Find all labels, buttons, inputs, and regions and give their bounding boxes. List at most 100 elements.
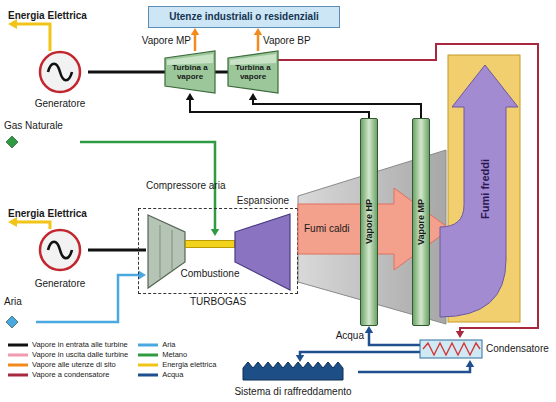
edge-label-text: Acqua	[336, 330, 364, 341]
legend-line-stroke	[138, 354, 158, 357]
legend-line	[138, 372, 158, 378]
steam-turbine: Turbina a vapore	[165, 51, 215, 93]
legend-line	[138, 362, 158, 368]
connector	[88, 72, 165, 73]
legend-line-stroke	[8, 374, 28, 377]
legend-text: Vapore alle utenze di sito	[32, 360, 116, 370]
node-label: Aria	[4, 296, 22, 308]
arrowhead	[254, 28, 262, 35]
cooling-tower-body	[243, 362, 343, 380]
boiler-tube: Vapore MP	[412, 118, 430, 326]
expander-body	[235, 214, 290, 290]
legend-line	[138, 342, 158, 348]
node-label: Gas Naturale	[4, 120, 63, 132]
legend-text: Vapore a condensatore	[32, 370, 109, 380]
legend-line-stroke	[138, 374, 158, 377]
edge-label-text: Vapore BP	[263, 35, 311, 46]
node-label: Condensatore	[486, 343, 549, 355]
stack: Fumi freddi	[440, 55, 522, 322]
node-label: Fumi freddi	[479, 159, 491, 219]
combustion-bar	[185, 240, 235, 248]
power-output-line	[16, 222, 50, 229]
inlet-diamond: Gas Naturale	[4, 120, 80, 150]
combustor: Combustione	[178, 236, 242, 280]
generator-symbol	[32, 228, 88, 272]
node-label: Vapore MP	[416, 199, 426, 245]
legend-line-stroke	[8, 354, 28, 357]
turbine-body	[228, 51, 278, 93]
turbine-body	[165, 51, 215, 93]
connector	[296, 352, 420, 362]
legend-row: Vapore in uscita dalle turbine	[8, 350, 128, 360]
expander: Espansione	[234, 195, 292, 292]
connector-line	[358, 364, 470, 372]
gas-turbine-group: TURBOGASCompressore ariaCombustioneEspan…	[138, 208, 298, 308]
legend-row: Vapore a condensatore	[8, 370, 109, 380]
power-label: Energia Elettrica	[8, 203, 87, 221]
node-label: Vapore HP	[364, 199, 374, 244]
connector-line	[278, 44, 538, 334]
legend-line-stroke	[138, 364, 158, 367]
connector-line	[257, 32, 260, 51]
condenser-shape	[420, 338, 482, 360]
legend-text: Vapore in entrata alle turbine	[32, 340, 128, 350]
connector-line	[190, 97, 369, 118]
connector-line	[215, 71, 228, 74]
node-label: Generatore	[35, 98, 86, 110]
generator-circle	[40, 230, 80, 270]
arrowhead	[191, 28, 199, 35]
power-label-text: Energia Elettrica	[8, 10, 87, 21]
arrowhead	[296, 355, 304, 362]
generator: Generatore	[32, 228, 88, 290]
arrowhead	[456, 331, 464, 338]
edge-label: Acqua	[336, 325, 364, 343]
condenser: Condensatore	[420, 338, 552, 360]
connector	[365, 326, 420, 345]
node-label: Compressore aria	[146, 180, 225, 192]
condenser-coil	[423, 343, 480, 355]
node-label: Turbina a vapore	[233, 63, 273, 81]
connector	[358, 360, 474, 372]
power-label-text: Energia Elettrica	[8, 208, 87, 219]
generator-symbol	[32, 50, 88, 94]
arrowhead	[249, 93, 257, 100]
legend-line-stroke	[8, 364, 28, 367]
boiler-tube: Vapore HP	[360, 118, 378, 326]
legend-line	[8, 362, 28, 368]
legend-line	[8, 352, 28, 358]
cold-flue-gas-arrow	[440, 65, 518, 317]
edge-label: Vapore BP	[263, 30, 311, 48]
legend-text: Aria	[162, 340, 175, 350]
node-label: Fumi caldi	[304, 223, 350, 235]
node-label: Espansione	[237, 195, 289, 207]
users-box: Utenze industriali o residenziali	[148, 6, 340, 28]
legend-row: Vapore in entrata alle turbine	[8, 340, 128, 350]
connector	[278, 44, 538, 338]
compressor-blade	[160, 225, 161, 278]
node-label: Generatore	[35, 278, 86, 290]
arrowhead	[365, 326, 373, 333]
legend-line-stroke	[8, 344, 28, 347]
arrowhead	[139, 271, 146, 279]
power-output-line	[16, 24, 50, 51]
generator-wave	[48, 242, 72, 259]
connector	[186, 93, 369, 118]
legend-line	[8, 342, 28, 348]
node-label: Sistema di raffreddamento	[234, 386, 351, 398]
connector	[249, 93, 421, 118]
generator-circle	[40, 52, 80, 92]
connector-line	[88, 71, 165, 74]
legend-line	[138, 352, 158, 358]
inlet-diamond: Aria	[4, 296, 36, 330]
connector-line	[194, 32, 197, 51]
edge-label-text: Vapore MP	[142, 35, 191, 46]
edge-label: Vapore MP	[142, 30, 191, 48]
legend-text: Vapore in uscita dalle turbine	[32, 350, 128, 360]
connector-line	[253, 97, 421, 118]
connector-line	[300, 352, 420, 358]
legend-row: Energia elettrica	[138, 360, 216, 370]
inlet-diamond-shape	[6, 136, 18, 148]
steam-turbine: Turbina a vapore	[228, 51, 278, 93]
generator: Generatore	[32, 50, 88, 110]
cooling-tower	[243, 362, 343, 380]
